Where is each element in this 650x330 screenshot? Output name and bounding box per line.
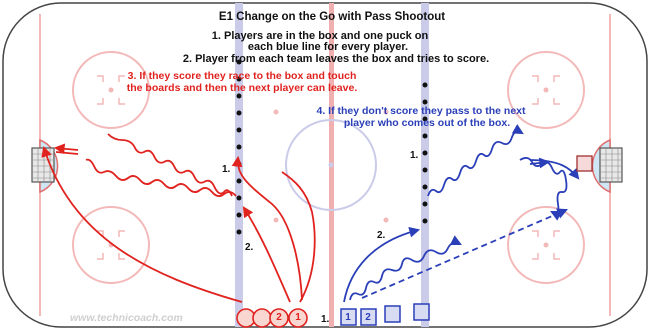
instruction-step4-line2: player who comes out of the box. <box>343 117 511 129</box>
instruction-step2: 2. Player from each team leaves the box … <box>182 53 490 65</box>
right-label-two: 2. <box>377 230 386 241</box>
red-skate-paths <box>41 133 316 303</box>
red-team-players <box>236 308 308 328</box>
center-dot <box>328 162 334 168</box>
center-circle <box>285 119 377 211</box>
bench-label-one: 1. <box>321 314 330 325</box>
red-player-4-number: 1 <box>295 312 301 323</box>
instruction-step4-line1: 4. If they don't score they pass to the … <box>316 105 526 117</box>
right-blue-line <box>421 3 429 327</box>
watermark: www.technicoach.com <box>70 312 183 324</box>
blue-wavy-1 <box>349 235 462 301</box>
blue-team-players <box>340 303 430 326</box>
left-label-two: 2. <box>245 242 254 253</box>
blue-wavy-3 <box>519 157 568 221</box>
instruction-step1-line1: 1. Players are in the box and one puck o… <box>211 30 429 42</box>
blue-player-2-number: 2 <box>365 312 371 323</box>
right-goal-net <box>599 147 623 183</box>
blue-player-1-number: 1 <box>345 312 351 323</box>
blue-wavy-2 <box>427 124 524 197</box>
right-pucks <box>422 82 428 224</box>
faceoff-dots <box>108 87 549 248</box>
blue-skate-paths <box>343 124 580 303</box>
instruction-step3-line2: the boards and then the next player can … <box>126 82 358 94</box>
instruction-step1-line2: each blue line for every player. <box>247 41 409 53</box>
red-arrow-to-net <box>53 143 79 155</box>
blue-pass-dashed <box>361 208 568 299</box>
instruction-step3-line1: 3. If they score they race to the box an… <box>127 70 357 82</box>
blue-path-1 <box>343 226 421 303</box>
red-wavy-front <box>107 133 233 197</box>
right-label-one: 1. <box>410 150 419 161</box>
blue-arrow-net <box>529 157 551 169</box>
right-target-box <box>576 155 593 172</box>
blue-path-curve <box>529 159 580 180</box>
red-path-1 <box>242 206 291 303</box>
red-player-3-number: 2 <box>276 312 282 323</box>
red-path-shot <box>231 155 303 301</box>
red-path-3 <box>281 171 316 303</box>
diagram-title: E1 Change on the Go with Pass Shootout <box>218 11 446 23</box>
left-label-one: 1. <box>222 164 231 175</box>
red-path-2 <box>41 145 243 303</box>
faceoff-circles <box>72 51 585 284</box>
faceoff-hashes <box>97 75 560 260</box>
red-wavy-return <box>85 158 237 197</box>
